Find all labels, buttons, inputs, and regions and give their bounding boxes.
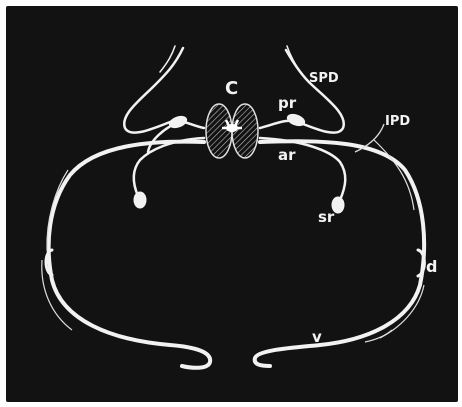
label-pr: pr xyxy=(278,94,297,112)
label-ar: ar xyxy=(278,146,296,164)
background-plate xyxy=(6,6,458,402)
label-d: d xyxy=(426,257,437,276)
label-ipd: IPD xyxy=(385,114,410,129)
label-center: C xyxy=(225,78,238,99)
label-spd: SPD xyxy=(309,71,339,86)
label-v: v xyxy=(312,328,322,346)
label-sr: sr xyxy=(318,208,335,226)
